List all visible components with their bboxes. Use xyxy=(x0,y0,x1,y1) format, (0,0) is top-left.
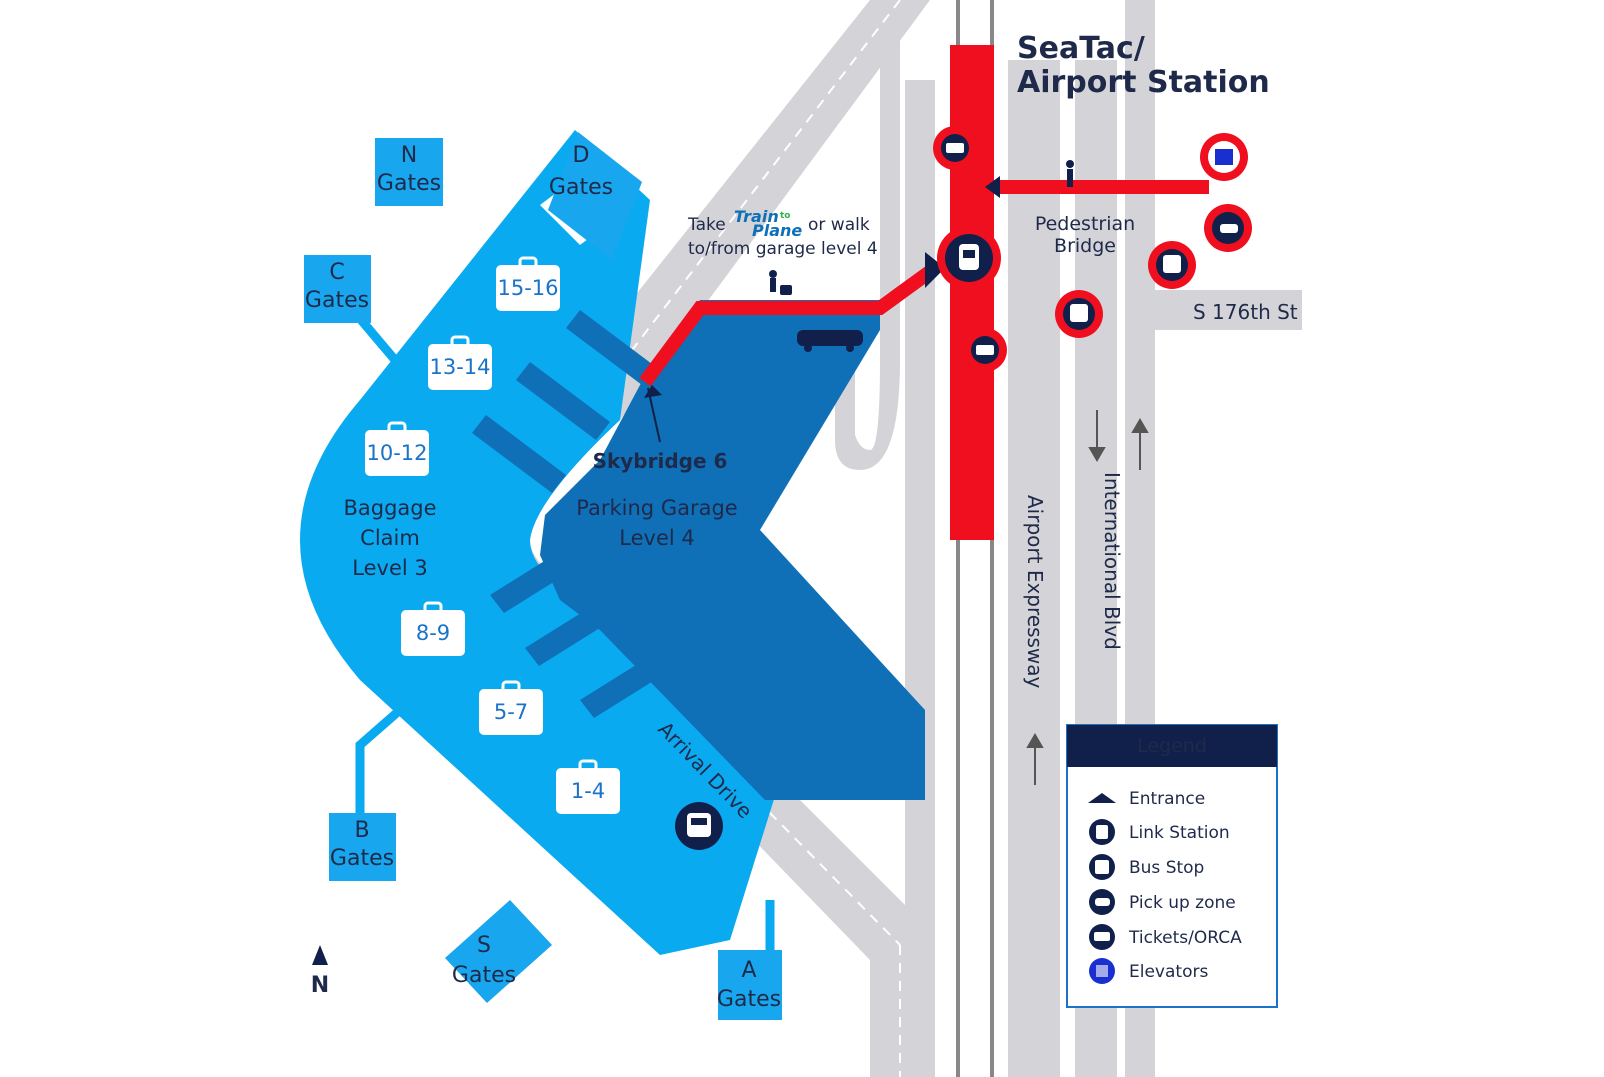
baggage-claim-5-7[interactable]: 5-7 xyxy=(479,680,543,735)
svg-text:Entrance: Entrance xyxy=(1129,789,1205,809)
walking-route xyxy=(639,252,945,443)
baggage-claim-13-14[interactable]: 13-14 xyxy=(428,335,492,390)
skybridges xyxy=(472,310,674,718)
s176-street-label: S 176th St xyxy=(1193,300,1298,324)
claim-label: 1-4 xyxy=(571,779,605,803)
svg-text:Elevators: Elevators xyxy=(1129,962,1208,982)
gate-s-letter: S xyxy=(477,933,491,958)
tickets-orca-icon-2[interactable] xyxy=(963,328,1007,372)
upper-roadway xyxy=(560,0,930,420)
gate-n-word: Gates xyxy=(377,171,441,196)
gate-n[interactable]: N Gates xyxy=(375,138,443,206)
gate-d[interactable]: D Gates xyxy=(548,132,642,260)
gate-c-word: Gates xyxy=(305,288,369,313)
claim-label: 10-12 xyxy=(366,441,427,465)
baggage-claim-8-9[interactable]: 8-9 xyxy=(401,601,465,656)
svg-text:to: to xyxy=(780,211,791,221)
legend-item-bus-stop: Bus Stop xyxy=(1089,854,1204,880)
svg-text:Claim: Claim xyxy=(360,526,420,550)
link-station-icon[interactable] xyxy=(937,226,1001,290)
baggage-claim-area-label: Baggage Claim Level 3 xyxy=(343,496,436,580)
compass-north: N xyxy=(311,945,329,998)
terminal-bus-stop-icon[interactable] xyxy=(675,802,723,850)
entrance-icon xyxy=(1088,793,1116,803)
gate-a-letter: A xyxy=(741,958,756,983)
main-terminal xyxy=(300,130,780,955)
svg-text:to/from garage level 4: to/from garage level 4 xyxy=(688,239,878,259)
claim-label: 5-7 xyxy=(494,700,528,724)
gate-s[interactable]: S Gates xyxy=(445,900,552,1003)
legend-item-link-station: Link Station xyxy=(1089,819,1230,845)
gate-c-letter: C xyxy=(329,260,344,285)
tickets-orca-icon[interactable] xyxy=(933,126,977,170)
svg-text:Airport Station: Airport Station xyxy=(1017,65,1270,100)
shuttle-icon xyxy=(797,330,863,352)
legend-item-elevators: Elevators xyxy=(1089,958,1208,984)
pickup-zone-icon[interactable] xyxy=(1204,204,1252,252)
claim-label: 13-14 xyxy=(429,355,490,379)
baggage-claim-10-12[interactable]: 10-12 xyxy=(365,421,429,476)
svg-text:or walk: or walk xyxy=(808,215,870,235)
gate-c[interactable]: C Gates xyxy=(304,255,371,323)
claim-label: 15-16 xyxy=(497,276,558,300)
pedestrian-icon xyxy=(1066,160,1074,187)
international-blvd-label: International Blvd xyxy=(1100,472,1124,650)
gate-b-letter: B xyxy=(354,818,369,843)
baggage-claim-15-16[interactable]: 15-16 xyxy=(496,256,560,311)
walker-with-luggage-icon xyxy=(769,270,792,295)
gate-d-word: Gates xyxy=(549,175,613,200)
gate-n-letter: N xyxy=(401,143,417,168)
gate-d-letter: D xyxy=(573,143,590,168)
north-arrow-icon xyxy=(312,945,328,965)
svg-text:Link Station: Link Station xyxy=(1129,823,1230,843)
svg-text:Bus Stop: Bus Stop xyxy=(1129,858,1204,878)
station-platform xyxy=(950,45,994,540)
legend-item-pickup: Pick up zone xyxy=(1089,889,1236,915)
svg-text:SeaTac/: SeaTac/ xyxy=(1017,31,1145,66)
airport-expressway-label: Airport Expressway xyxy=(1023,495,1047,689)
parking-garage xyxy=(540,300,925,800)
gate-s-word: Gates xyxy=(452,963,516,988)
train-to-plane-note: Take Train to Plane or walk to/from gara… xyxy=(687,207,878,259)
train-to-plane-logo: Train xyxy=(734,207,779,226)
svg-text:Level 4: Level 4 xyxy=(619,526,694,550)
expressway-road xyxy=(1008,60,1060,1077)
pedestrian-bridge xyxy=(994,180,1209,194)
pedestrian-bridge-label: Pedestrian Bridge xyxy=(1035,213,1135,257)
skybridge-label: Skybridge 6 xyxy=(593,449,728,473)
elevator-icon[interactable] xyxy=(1200,133,1248,181)
gate-a-word: Gates xyxy=(717,987,781,1012)
svg-text:Plane: Plane xyxy=(752,221,802,240)
svg-text:Parking Garage: Parking Garage xyxy=(576,496,737,520)
legend-item-tickets: Tickets/ORCA xyxy=(1089,924,1242,950)
route-arrow-east xyxy=(925,252,945,288)
svg-text:Bridge: Bridge xyxy=(1054,235,1116,257)
bus-stop-icon-2[interactable] xyxy=(1055,290,1103,338)
traffic-arrows xyxy=(1026,410,1149,785)
svg-text:Pedestrian: Pedestrian xyxy=(1035,213,1135,235)
legend-title: Legend xyxy=(1137,735,1207,757)
gate-a[interactable]: A Gates xyxy=(717,950,782,1020)
svg-text:Pick up zone: Pick up zone xyxy=(1129,893,1236,913)
parking-garage-label: Parking Garage Level 4 xyxy=(576,496,737,550)
svg-text:Baggage: Baggage xyxy=(343,496,436,520)
svg-text:N: N xyxy=(311,973,329,998)
station-title: SeaTac/ Airport Station xyxy=(1017,31,1270,100)
legend: Legend Entrance Link Station Bus Stop Pi… xyxy=(1066,724,1278,1008)
gate-b[interactable]: B Gates xyxy=(329,813,396,881)
legend-item-entrance: Entrance xyxy=(1088,789,1205,809)
baggage-claim-1-4[interactable]: 1-4 xyxy=(556,759,620,814)
svg-text:Level 3: Level 3 xyxy=(352,556,427,580)
s176-road xyxy=(1140,290,1302,330)
svg-text:Tickets/ORCA: Tickets/ORCA xyxy=(1128,928,1242,948)
claim-label: 8-9 xyxy=(416,621,450,645)
entrance-arrow xyxy=(644,385,662,398)
bus-stop-icon[interactable] xyxy=(1148,241,1196,289)
svg-text:Take: Take xyxy=(687,215,726,235)
gate-b-word: Gates xyxy=(330,846,394,871)
